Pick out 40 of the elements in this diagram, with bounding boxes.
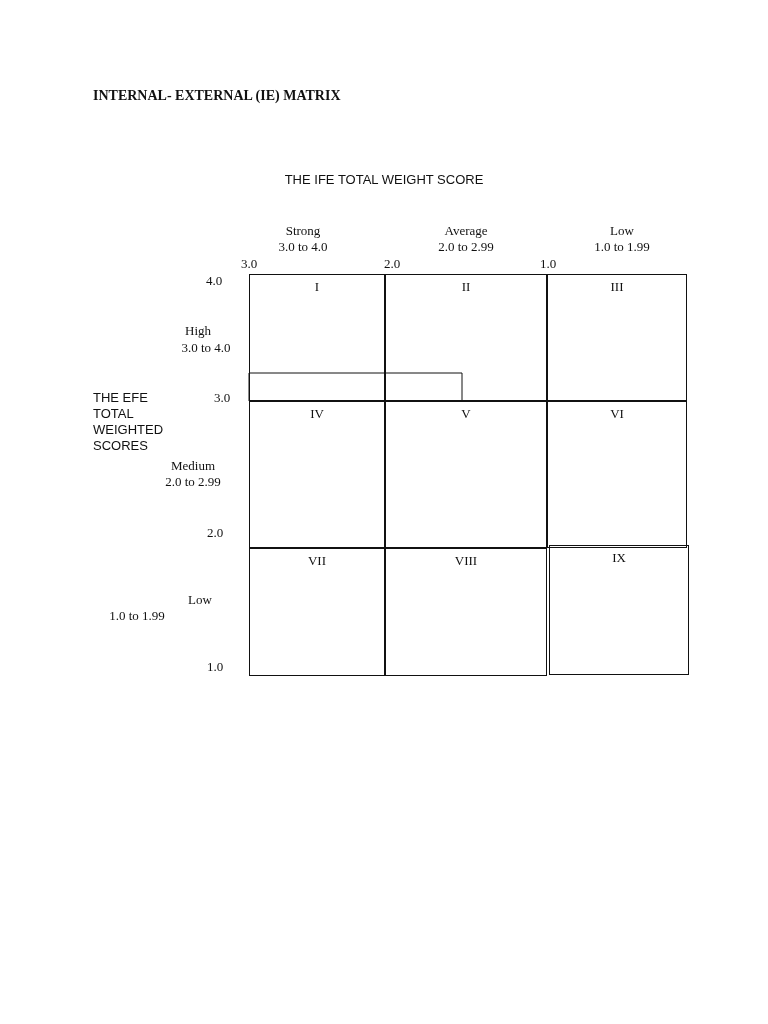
page-title: INTERNAL- EXTERNAL (IE) MATRIX: [93, 88, 341, 104]
axis-range: 1.0 to 1.99: [109, 608, 165, 624]
axis-category: High: [185, 323, 211, 339]
matrix-cell: [249, 401, 385, 548]
axis-range: 1.0 to 1.99: [594, 239, 650, 255]
axis-range: 3.0 to 4.0: [181, 340, 231, 356]
matrix-cell: [249, 548, 385, 676]
tick-label: 3.0: [213, 390, 231, 406]
tick-label: 1.0: [539, 256, 557, 272]
cell-number: VIII: [453, 553, 479, 569]
axis-category: Low: [610, 223, 634, 239]
cell-number: VI: [609, 406, 625, 422]
axis-title: THE EFE TOTAL WEIGHTED SCORES: [93, 390, 165, 454]
tick-label: 4.0: [205, 273, 223, 289]
axis-category: Medium: [170, 458, 216, 474]
tick-label: 1.0: [206, 659, 224, 675]
cell-number: III: [609, 279, 625, 295]
axis-category: Average: [444, 223, 488, 239]
axis-title: THE IFE TOTAL WEIGHT SCORE: [284, 172, 484, 188]
axis-category: Low: [188, 592, 212, 608]
cell-number: II: [460, 279, 472, 295]
axis-range: 3.0 to 4.0: [278, 239, 328, 255]
matrix-cell: [249, 274, 385, 401]
matrix-cell: [547, 401, 687, 548]
tick-label: 2.0: [383, 256, 401, 272]
matrix-cell: [547, 274, 687, 401]
matrix-cell: [385, 274, 547, 401]
tick-label: 3.0: [240, 256, 258, 272]
axis-range: 2.0 to 2.99: [165, 474, 221, 490]
cell-number: IX: [611, 550, 627, 566]
axis-category: Strong: [285, 223, 321, 239]
cell-number: VII: [306, 553, 327, 569]
matrix-cell: [549, 545, 689, 675]
matrix-cell: [385, 548, 547, 676]
cell-number: V: [460, 406, 472, 422]
cell-number: IV: [309, 406, 325, 422]
tick-label: 2.0: [206, 525, 224, 541]
axis-range: 2.0 to 2.99: [438, 239, 494, 255]
cell-number: I: [313, 279, 321, 295]
matrix-cell: [385, 401, 547, 548]
